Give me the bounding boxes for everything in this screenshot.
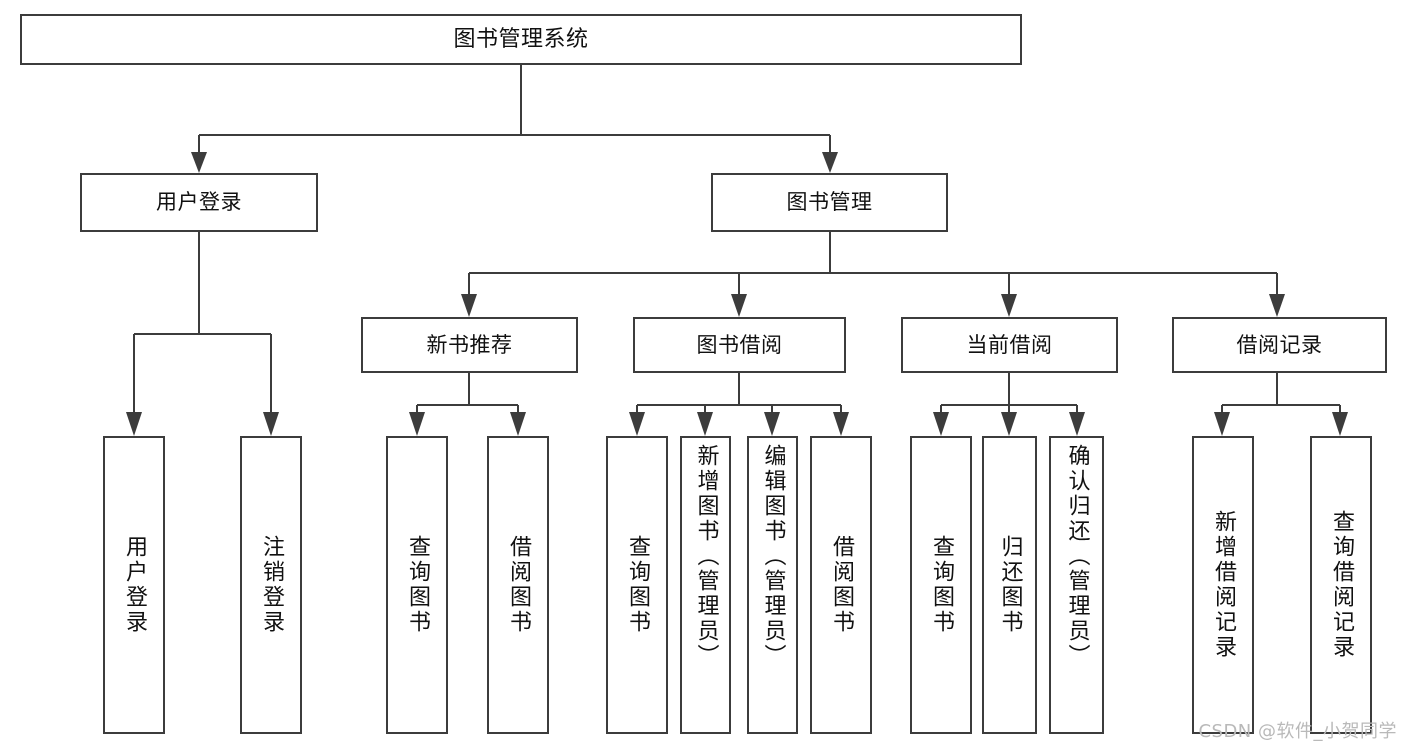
leaf-current-query-book[interactable]: 查询图书	[910, 436, 972, 734]
node-borrow-record[interactable]: 借阅记录	[1172, 317, 1387, 373]
arrow-borrow-record	[1269, 294, 1285, 317]
arrow-borrowbook-leaf-1	[629, 412, 645, 436]
leaf-borrow-query-book[interactable]: 查询图书	[606, 436, 668, 734]
arrow-borrowbook-leaf-3	[764, 412, 780, 436]
arrow-leaf-logout	[263, 412, 279, 436]
arrow-currentborrow-leaf-3	[1069, 412, 1085, 436]
leaf-user-login-label: 用户登录	[122, 535, 147, 635]
arrow-borrowbook-leaf-2	[697, 412, 713, 436]
arrow-borrowrecord-leaf-1	[1214, 412, 1230, 436]
leaf-newbook-borrow-book[interactable]: 借阅图书	[487, 436, 549, 734]
leaf-current-query-book-label: 查询图书	[929, 535, 954, 635]
arrow-book-mgmt	[822, 152, 838, 173]
node-user-login[interactable]: 用户登录	[80, 173, 318, 232]
leaf-record-query-borrow-record-label: 查询借阅记录	[1329, 510, 1354, 660]
leaf-borrow-add-book-admin-label: 新增图书（管理员）	[693, 444, 719, 669]
leaf-borrow-borrow-book-label: 借阅图书	[829, 535, 854, 635]
node-root-label: 图书管理系统	[453, 26, 589, 52]
leaf-borrow-add-book-admin[interactable]: 新增图书（管理员）	[680, 436, 731, 734]
node-book-borrow[interactable]: 图书借阅	[633, 317, 846, 373]
arrow-currentborrow-leaf-2	[1001, 412, 1017, 436]
leaf-newbook-query-book-label: 查询图书	[405, 535, 430, 635]
leaf-borrow-borrow-book[interactable]: 借阅图书	[810, 436, 872, 734]
arrow-borrowrecord-leaf-2	[1332, 412, 1348, 436]
node-book-management-label: 图书管理	[786, 190, 873, 215]
leaf-record-add-borrow-record[interactable]: 新增借阅记录	[1192, 436, 1254, 734]
arrow-borrowbook-leaf-4	[833, 412, 849, 436]
arrow-newbook-leaf-2	[510, 412, 526, 436]
node-root-library-system[interactable]: 图书管理系统	[20, 14, 1022, 65]
node-user-login-label: 用户登录	[156, 190, 242, 215]
node-borrow-record-label: 借阅记录	[1236, 332, 1323, 357]
arrow-borrow-book	[731, 294, 747, 317]
leaf-logout-label: 注销登录	[259, 535, 284, 635]
leaf-borrow-edit-book-admin-label: 编辑图书（管理员）	[760, 444, 786, 669]
arrow-newbook-leaf-1	[409, 412, 425, 436]
leaf-newbook-borrow-book-label: 借阅图书	[506, 535, 531, 635]
arrow-new-book	[461, 294, 477, 317]
arrow-current-borrow	[1001, 294, 1017, 317]
leaf-record-add-borrow-record-label: 新增借阅记录	[1211, 510, 1236, 660]
leaf-record-query-borrow-record[interactable]: 查询借阅记录	[1310, 436, 1372, 734]
arrow-currentborrow-leaf-1	[933, 412, 949, 436]
leaf-user-login[interactable]: 用户登录	[103, 436, 165, 734]
csdn-watermark: CSDN @软件_小贺同学	[1198, 721, 1397, 742]
leaf-current-confirm-return-admin[interactable]: 确认归还（管理员）	[1049, 436, 1104, 734]
leaf-borrow-query-book-label: 查询图书	[625, 535, 650, 635]
arrow-leaf-user-login	[126, 412, 142, 436]
leaf-logout[interactable]: 注销登录	[240, 436, 302, 734]
leaf-current-confirm-return-admin-label: 确认归还（管理员）	[1064, 444, 1090, 669]
node-new-book-recommend[interactable]: 新书推荐	[361, 317, 578, 373]
arrow-user-login	[191, 152, 207, 173]
node-book-borrow-label: 图书借阅	[696, 332, 783, 357]
node-book-management[interactable]: 图书管理	[711, 173, 948, 232]
leaf-current-return-book[interactable]: 归还图书	[982, 436, 1037, 734]
leaf-newbook-query-book[interactable]: 查询图书	[386, 436, 448, 734]
node-new-book-recommend-label: 新书推荐	[426, 332, 513, 357]
leaf-current-return-book-label: 归还图书	[997, 535, 1023, 635]
node-current-borrow-label: 当前借阅	[966, 332, 1053, 357]
node-current-borrow[interactable]: 当前借阅	[901, 317, 1118, 373]
leaf-borrow-edit-book-admin[interactable]: 编辑图书（管理员）	[747, 436, 798, 734]
